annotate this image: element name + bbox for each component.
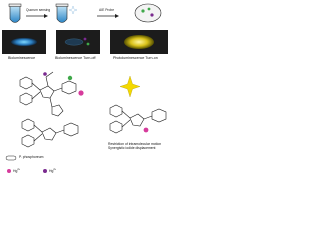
arrow-1-label: Quorum sensing	[26, 8, 51, 12]
step-1-caption: Bioluminescence	[8, 56, 36, 60]
arrow-2-label: AIE Probe	[99, 8, 115, 12]
test-tube-icon	[55, 3, 69, 23]
bioluminescence-panel	[2, 30, 46, 54]
arrow-icon	[26, 14, 48, 18]
hg-ion-icon	[143, 127, 149, 133]
legend-hg-ion-b	[43, 169, 47, 173]
sparkle-icon	[119, 75, 141, 98]
legend-bacterium	[5, 155, 17, 161]
aie-probe-structure	[19, 71, 77, 117]
petri-dish-icon	[134, 3, 162, 23]
hg-ion-icon	[78, 90, 84, 96]
legend-ion-b-label: Hg2+	[49, 168, 57, 174]
graphical-abstract: Quorum sensing AIE Probe Bioluminescence…	[0, 0, 180, 189]
legend-bacterium-label: P. phosphoreum	[19, 155, 44, 159]
mechanism-caption: Restriction of intramolecular motion Syn…	[108, 142, 162, 151]
turn-on-panel	[110, 30, 168, 54]
scheme-figure	[2, 3, 168, 173]
probe-free-structure	[21, 118, 79, 148]
sparkle-icon	[68, 5, 78, 15]
legend-hg-ion-a	[7, 169, 11, 173]
step-2-caption: Bioluminescence Turn-off	[55, 56, 96, 60]
mechanism-line-2: Synergistic iodide displacement	[108, 145, 156, 150]
probe-hg-complex-structure	[109, 104, 167, 134]
test-tube-icon	[8, 3, 22, 23]
arrow-icon	[97, 14, 119, 18]
legend-ion-a-label: Hg2+	[13, 168, 21, 174]
probe-green-marker	[67, 75, 73, 81]
turn-off-panel	[56, 30, 100, 54]
mechanism-line-1: Restriction of intramolecular motion	[108, 142, 162, 146]
probe-purple-marker	[43, 72, 47, 76]
step-3-caption: Photoluminescence Turn-on	[113, 56, 158, 60]
